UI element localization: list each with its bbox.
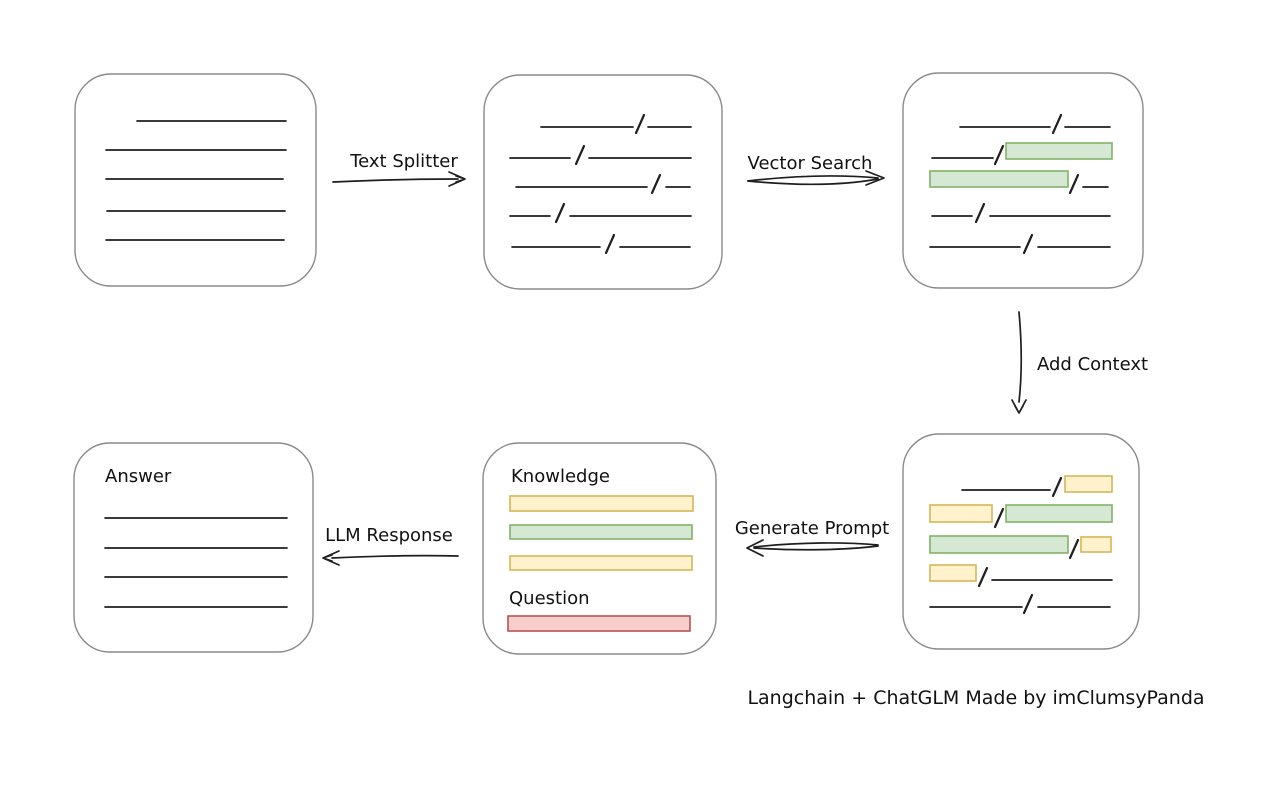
slash-mark — [554, 202, 566, 224]
chunks-box — [483, 74, 723, 290]
document-box — [74, 73, 317, 287]
knowledge-bar-green — [509, 524, 693, 540]
green-highlight-chunk — [1005, 504, 1113, 523]
yellow-highlight-chunk — [1064, 475, 1113, 493]
arrow-shaft — [1018, 311, 1023, 403]
arrow-shaft — [331, 554, 459, 559]
context-chunks-box — [902, 433, 1140, 650]
slash-mark — [1051, 476, 1063, 498]
arrowhead-right-icon — [865, 170, 885, 186]
arrow-shaft — [332, 178, 459, 183]
slash-mark — [574, 144, 586, 166]
question-bar-red — [507, 615, 691, 632]
add-context-label: Add Context — [1037, 354, 1148, 375]
llm-response-label: LLM Response — [325, 525, 453, 546]
generate-prompt-arrow: Generate Prompt — [735, 518, 889, 557]
green-highlight-chunk — [929, 535, 1069, 554]
slash-mark — [634, 113, 646, 135]
matched-chunks-box — [902, 72, 1144, 289]
arrow-shaft — [753, 542, 879, 548]
chunks-box-outline — [483, 74, 723, 290]
knowledge-label: Knowledge — [511, 466, 610, 487]
yellow-highlight-chunk — [929, 504, 993, 523]
add-context-arrow: Add Context — [1011, 311, 1148, 414]
document-box-outline — [74, 73, 317, 287]
text-splitter-arrow: Text Splitter — [332, 151, 466, 187]
slash-mark — [974, 202, 986, 224]
yellow-highlight-chunk — [929, 564, 977, 582]
yellow-highlight-chunk — [1080, 536, 1112, 553]
slash-mark — [650, 173, 662, 195]
text-splitter-label: Text Splitter — [349, 151, 458, 172]
knowledge-bar-yellow — [509, 555, 693, 571]
arrowhead-left-icon — [322, 550, 340, 566]
generate-prompt-label: Generate Prompt — [735, 518, 889, 539]
answer-label: Answer — [105, 466, 172, 487]
slash-mark — [993, 507, 1005, 529]
slash-mark — [1022, 233, 1034, 255]
question-label: Question — [509, 588, 590, 609]
llm-response-arrow: LLM Response — [322, 525, 459, 566]
answer-box: Answer — [73, 442, 314, 653]
knowledge-bar-yellow — [509, 495, 694, 512]
diagram-caption: Langchain + ChatGLM Made by imClumsyPand… — [747, 687, 1204, 709]
vector-search-arrow: Vector Search — [747, 153, 885, 186]
slash-mark — [1068, 538, 1080, 560]
slash-mark — [604, 233, 616, 255]
slash-mark — [1068, 173, 1080, 195]
arrow-shaft — [747, 178, 879, 186]
arrowhead-right-icon — [448, 171, 466, 187]
arrowhead-left-icon — [746, 539, 764, 557]
arrow-shaft — [753, 545, 879, 551]
slash-mark — [1022, 593, 1034, 615]
slash-mark — [1051, 113, 1063, 135]
green-highlight-chunk — [929, 170, 1069, 188]
slash-mark — [977, 566, 989, 588]
vector-search-label: Vector Search — [748, 153, 873, 174]
green-highlight-chunk — [1005, 142, 1113, 160]
arrow-shaft — [747, 175, 879, 182]
arrowhead-down-icon — [1011, 399, 1027, 414]
prompt-box: Knowledge Question — [482, 442, 717, 655]
slash-mark — [993, 144, 1005, 166]
